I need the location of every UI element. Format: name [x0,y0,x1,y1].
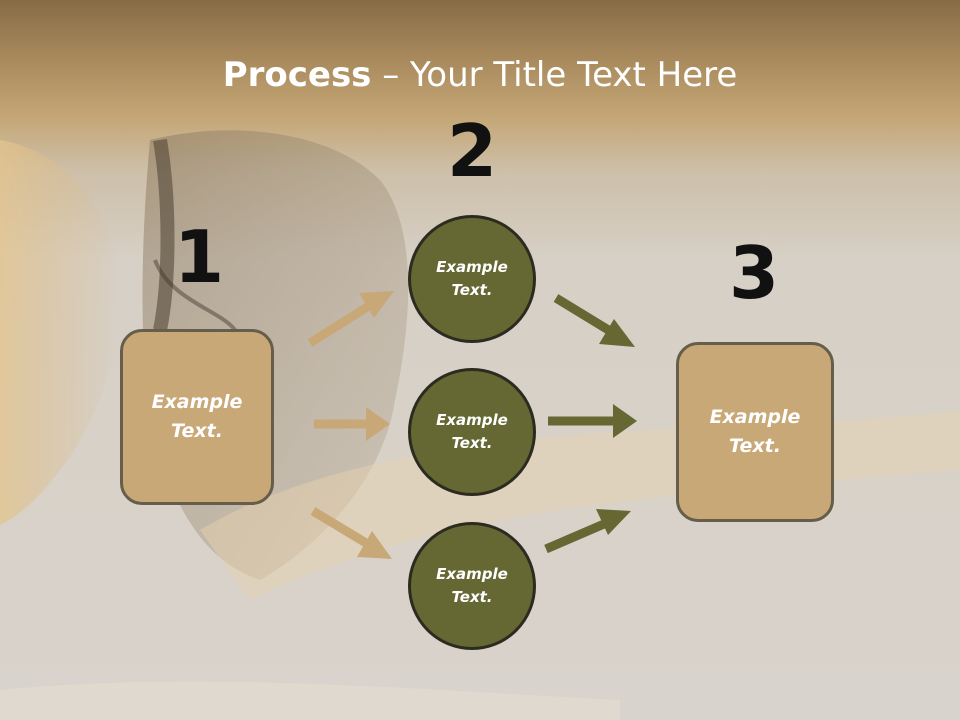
title-bold: Process [222,55,372,95]
tan-arrow-right [314,407,390,441]
olive-arrow-down [553,294,635,347]
tan-arrow-down [310,507,392,559]
step-3-number: 3 [728,231,780,315]
step-1-text-line-1: Example [151,391,243,413]
step-1-number: 1 [173,215,225,299]
step-2-circle-2: Example Text. [408,368,536,496]
circle-1-text-line-1: Example [436,258,508,276]
tan-arrow-up [307,291,394,347]
step-3-box: Example Text. [676,342,834,522]
step-2-circle-1: Example Text. [408,215,536,343]
olive-arrow-up [544,509,631,554]
circle-2-text-line-2: Text. [451,434,493,452]
step-1-text-line-2: Text. [171,420,223,442]
slide-title: Process – Your Title Text Here [0,52,960,98]
step-3-text-line-2: Text. [729,435,781,457]
olive-arrow-right [548,404,637,438]
step-2-circle-3: Example Text. [408,522,536,650]
circle-3-text-line-2: Text. [451,588,493,606]
circle-3-text-line-1: Example [436,565,508,583]
circle-1-text-line-2: Text. [451,281,493,299]
title-rest: – Your Title Text Here [371,55,738,95]
step-3-text-line-1: Example [709,406,801,428]
step-2-number: 2 [446,109,498,193]
step-1-box: Example Text. [120,329,274,505]
circle-2-text-line-1: Example [436,411,508,429]
